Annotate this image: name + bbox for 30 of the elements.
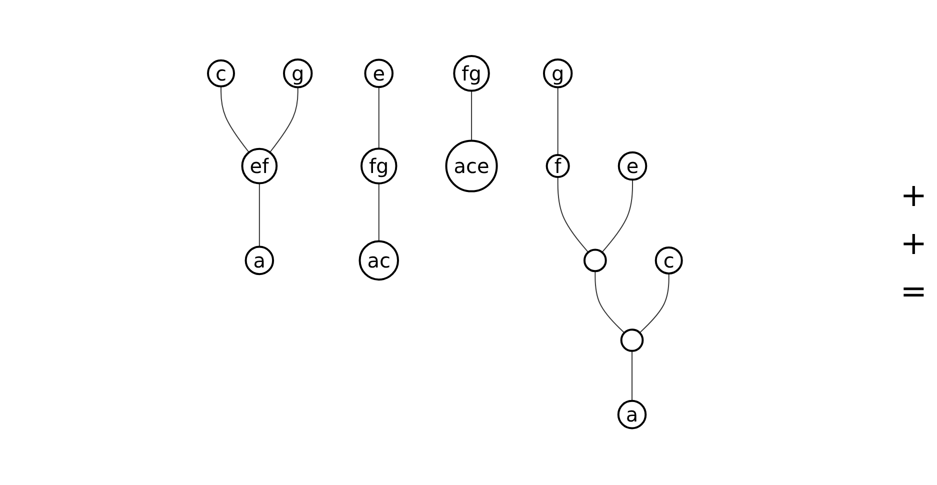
node-circle: ef bbox=[241, 148, 278, 184]
node-circle: g bbox=[543, 58, 573, 88]
node-circle bbox=[584, 248, 608, 272]
connector bbox=[602, 178, 634, 252]
connector bbox=[220, 86, 250, 153]
connector bbox=[270, 86, 298, 153]
node-circle: c bbox=[207, 59, 236, 88]
connector bbox=[558, 176, 589, 252]
connector bbox=[471, 90, 472, 141]
node-circle: ac bbox=[358, 240, 400, 280]
connector bbox=[378, 182, 380, 242]
connector bbox=[259, 182, 260, 248]
node-circle: e bbox=[364, 58, 394, 88]
node-circle: a bbox=[618, 400, 647, 429]
connector bbox=[594, 270, 625, 334]
node-circle bbox=[620, 328, 644, 352]
node-circle: c bbox=[655, 246, 684, 274]
operator-sign: + bbox=[900, 224, 927, 262]
connector bbox=[639, 272, 670, 334]
node-circle: g bbox=[283, 58, 313, 88]
node-circle: e bbox=[618, 151, 648, 180]
connector bbox=[378, 86, 380, 149]
connector bbox=[632, 350, 633, 402]
node-circle: ace bbox=[445, 139, 498, 192]
operator-sign: = bbox=[900, 272, 927, 310]
node-circle: fg bbox=[453, 54, 490, 92]
node-circle: a bbox=[244, 246, 274, 275]
operator-sign: + bbox=[900, 176, 927, 214]
node-circle: fg bbox=[360, 147, 398, 184]
node-circle: f bbox=[546, 154, 570, 178]
